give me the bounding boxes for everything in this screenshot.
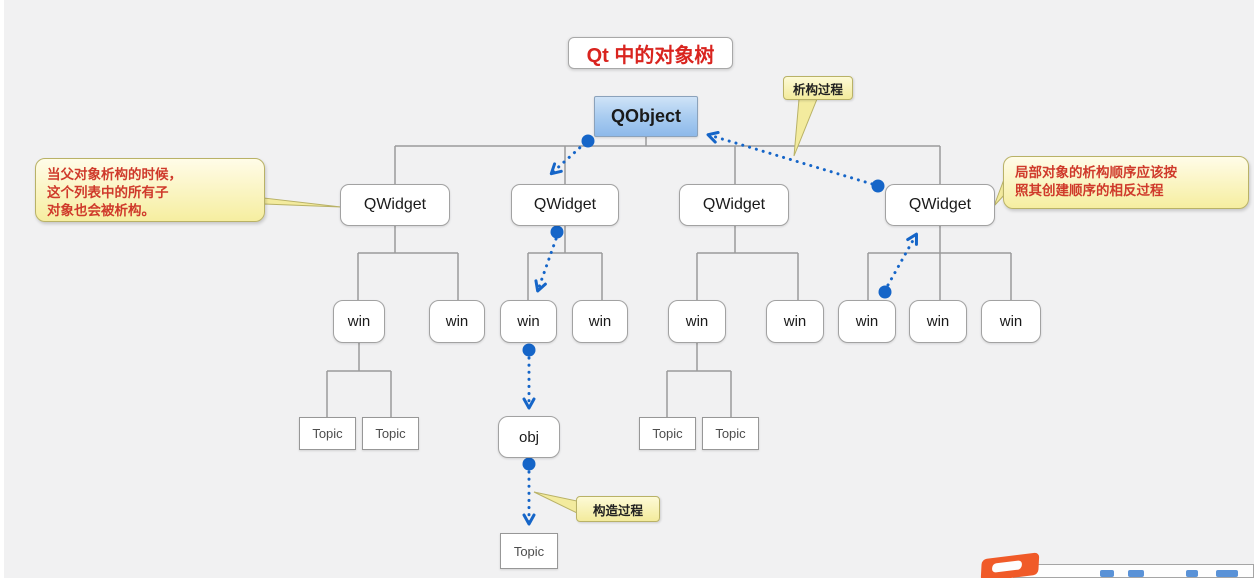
label-constructor-process: 构造过程	[576, 496, 660, 522]
node-win-5: win	[668, 300, 726, 343]
node-qwidget-3: QWidget	[679, 184, 789, 226]
node-topic-5: Topic	[500, 533, 558, 569]
callout-parent-destructor-note: 当父对象析构的时候， 这个列表中的所有子 对象也会被析构。	[35, 158, 265, 222]
node-topic-3: Topic	[639, 417, 696, 450]
diagram-title: Qt 中的对象树	[568, 37, 733, 69]
node-qwidget-2: QWidget	[511, 184, 619, 226]
callout-local-destructor-note: 局部对象的析构顺序应该按 照其创建顺序的相反过程	[1003, 156, 1249, 209]
watermark-text-fragment	[1186, 570, 1198, 577]
node-topic-2: Topic	[362, 417, 419, 450]
node-obj: obj	[498, 416, 560, 458]
watermark-text-fragment	[1216, 570, 1238, 577]
node-topic-1: Topic	[299, 417, 356, 450]
node-win-7: win	[838, 300, 896, 343]
node-qwidget-1: QWidget	[340, 184, 450, 226]
tree-connectors	[326, 137, 1012, 417]
destruct-arrow-qwidget4-to-qobject	[706, 131, 874, 186]
watermark-text-fragment	[1100, 570, 1114, 577]
node-qwidget-4: QWidget	[885, 184, 995, 226]
node-win-1: win	[333, 300, 385, 343]
node-topic-4: Topic	[702, 417, 759, 450]
destruct-arrow-qobject-to-qwidget2	[549, 141, 587, 176]
node-win-9: win	[981, 300, 1041, 343]
left-edge-strip	[0, 0, 4, 578]
destruct-arrow-win7-to-qwidget4	[886, 232, 918, 287]
node-win-8: win	[909, 300, 967, 343]
destruct-arrow-qwidget2-to-win3	[534, 237, 558, 293]
label-destructor-process: 析构过程	[783, 76, 853, 100]
node-win-4: win	[572, 300, 628, 343]
node-win-2: win	[429, 300, 485, 343]
watermark-text-fragment	[1128, 570, 1144, 577]
node-win-3: win	[500, 300, 557, 343]
node-qobject: QObject	[594, 96, 698, 137]
node-win-6: win	[766, 300, 824, 343]
